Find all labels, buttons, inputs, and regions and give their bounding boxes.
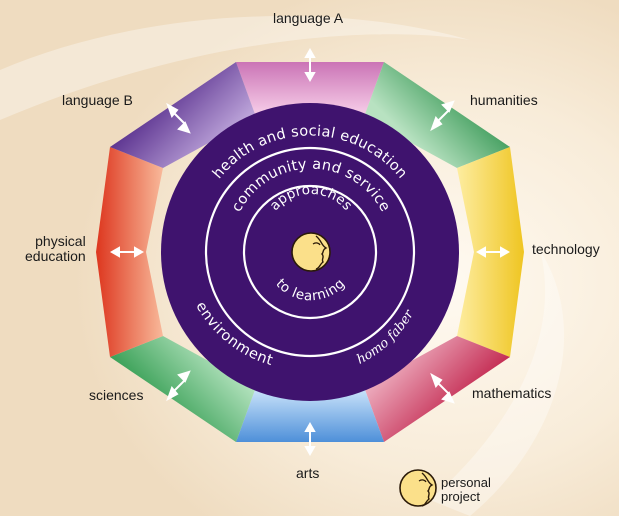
personal-project-face-icon	[399, 469, 437, 507]
double-arrow-icon	[166, 102, 191, 134]
double-arrow-icon	[475, 246, 511, 258]
double-arrow-icon	[304, 47, 316, 83]
background-swoosh-lower	[430, 250, 565, 516]
legend-line2: project	[441, 489, 481, 504]
label-technology: technology	[532, 241, 600, 257]
face-icon	[291, 232, 331, 272]
label-arts: arts	[296, 465, 320, 481]
segment-humanities[interactable]	[364, 62, 510, 168]
label-mathematics: mathematics	[472, 385, 552, 401]
segment-language-a[interactable]	[236, 62, 384, 117]
label-language-b: language B	[62, 92, 133, 108]
double-arrow-icon	[304, 421, 316, 457]
segment-arts[interactable]	[236, 387, 384, 442]
segment-language-b[interactable]	[110, 62, 256, 168]
double-arrow-icon	[430, 372, 455, 404]
background-swoosh	[0, 15, 470, 120]
label-humanities: humanities	[470, 92, 538, 108]
double-arrow-icon	[166, 370, 191, 402]
double-arrow-icon	[430, 100, 455, 132]
segment-sciences[interactable]	[110, 336, 256, 442]
segment-arrows	[109, 47, 511, 457]
middle-ring	[242, 184, 378, 320]
outer-ring	[204, 146, 416, 358]
double-arrow-icon	[109, 246, 145, 258]
segment-mathematics[interactable]	[364, 336, 510, 442]
legend-personal-project: personal project	[441, 476, 491, 504]
label-language-a: language A	[273, 10, 344, 26]
label-physical-education: physical education	[25, 234, 86, 264]
label-physical-education-line2: education	[25, 248, 86, 264]
legend-line1: personal	[441, 475, 491, 490]
label-physical-education-line1: physical	[35, 233, 86, 249]
label-sciences: sciences	[89, 387, 144, 403]
